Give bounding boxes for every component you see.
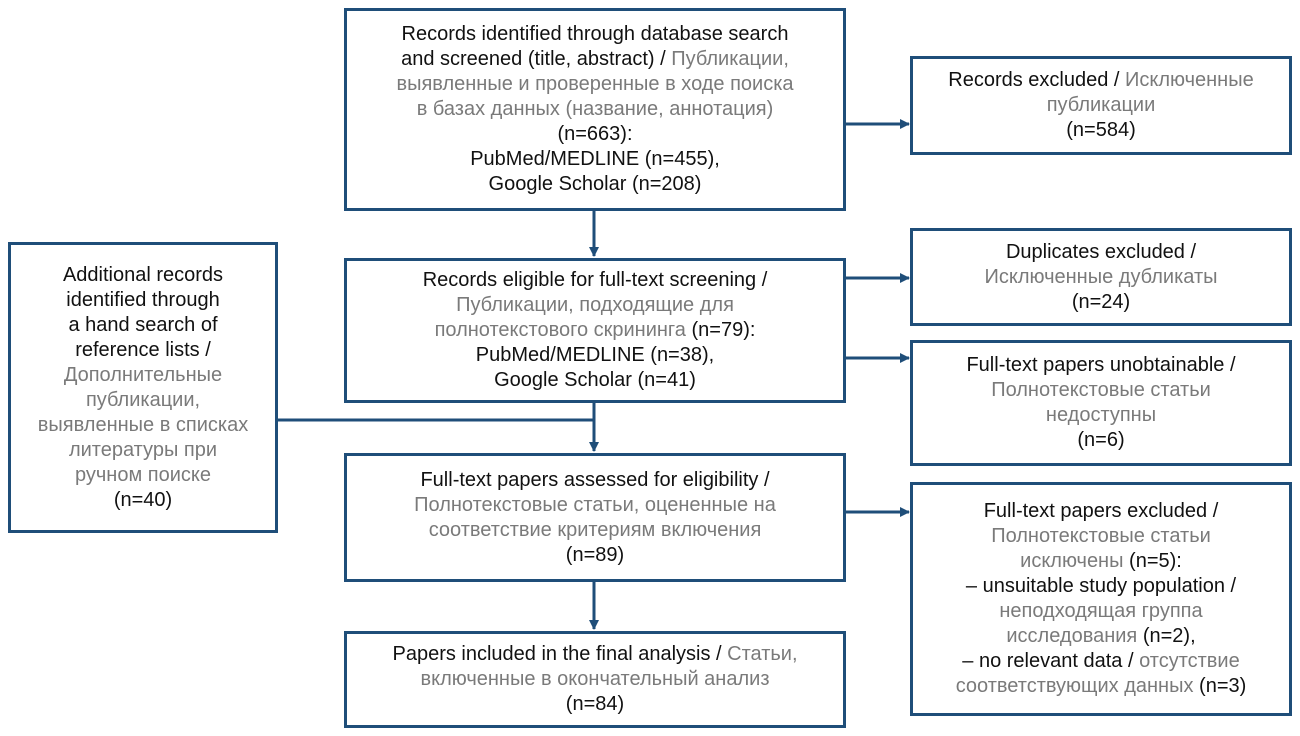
duplicates-line-3: (n=24): [1071, 290, 1131, 313]
additional-line-6: публикации,: [85, 388, 201, 411]
papers-excluded-line-8: соответствующих данных (n=3): [956, 674, 1247, 699]
assessed-line-4: (n=89): [565, 543, 625, 566]
papers-excluded-line-6-en: (n=2),: [1137, 625, 1196, 647]
papers-excluded-line-6: исследования (n=2),: [956, 624, 1247, 649]
identified-line-4: в базах данных (название, аннотация): [416, 98, 774, 120]
included-line-1-ru: Статьи,: [727, 643, 798, 665]
eligible-line-3-ru: полнотекстового скрининга: [434, 319, 686, 341]
papers-excluded-line-3-en: (n=5):: [1123, 550, 1182, 572]
identified-line-2: and screened (title, abstract) / Публика…: [396, 47, 793, 72]
additional-line-1: Additional records: [62, 263, 224, 286]
additional-line-10: (n=40): [113, 488, 173, 511]
eligible-line-3: полнотекстового скрининга (n=79):: [423, 318, 768, 343]
unobtainable-line-4: (n=6): [1077, 429, 1125, 451]
eligible-line-2: Публикации, подходящие для: [456, 294, 734, 316]
excluded-line-1: Records excluded / Исключенные: [948, 68, 1253, 93]
eligible-line-1: Records eligible for full-text screening…: [422, 269, 768, 291]
included-line-1: Papers included in the final analysis / …: [392, 642, 797, 667]
unobtainable-line-3: недоступны: [1045, 404, 1157, 426]
assessed-line-2: Полнотекстовые статьи, оцененные на: [414, 493, 776, 516]
additional-line-4: reference lists /: [75, 338, 211, 361]
papers-excluded-line-2: Полнотекстовые статьи: [991, 525, 1211, 547]
excluded-line-3: (n=584): [1066, 119, 1136, 141]
additional-line-5: Дополнительные: [63, 363, 223, 386]
additional-line-9: ручном поиске: [74, 463, 211, 486]
identified-line-3: выявленные и проверенные в ходе поиска: [396, 73, 794, 95]
excluded-line-1-ru: Исключенные: [1125, 69, 1254, 91]
additional-line-7: выявленные в списках: [37, 413, 249, 436]
box-records-excluded: Records excluded / Исключенные публикаци…: [910, 56, 1292, 155]
papers-excluded-line-1: Full-text papers excluded /: [983, 500, 1219, 522]
assessed-line-3: соответствие критериям включения: [428, 518, 762, 541]
included-line-2: включенные в окончательный анализ: [420, 668, 770, 690]
identified-line-6: PubMed/MEDLINE (n=455),: [470, 148, 720, 170]
box-fulltext-assessed: Full-text papers assessed for eligibilit…: [344, 453, 846, 582]
additional-line-2: identified through: [66, 288, 220, 311]
included-line-1-en: Papers included in the final analysis /: [392, 643, 728, 665]
duplicates-line-2: Исключенные дубликаты: [984, 265, 1218, 288]
identified-line-2-ru: Публикации,: [671, 48, 789, 70]
identified-line-2-en: and screened (title, abstract) /: [401, 48, 672, 70]
eligible-line-3-en: (n=79):: [685, 319, 756, 341]
papers-excluded-line-3-ru: исключены: [1020, 550, 1124, 572]
papers-excluded-line-6-ru: исследования: [1006, 625, 1138, 647]
box-records-identified: Records identified through database sear…: [344, 8, 846, 211]
excluded-line-1-en: Records excluded /: [948, 69, 1126, 91]
identified-line-1: Records identified through database sear…: [401, 23, 789, 45]
identified-line-7: Google Scholar (n=208): [488, 173, 702, 195]
papers-excluded-line-7-ru: отсутствие: [1139, 650, 1240, 672]
box-records-eligible: Records eligible for full-text screening…: [344, 258, 846, 403]
eligible-line-5: Google Scholar (n=41): [494, 369, 696, 391]
additional-line-3: a hand search of: [68, 313, 218, 336]
box-fulltext-excluded: Full-text papers excluded / Полнотекстов…: [910, 482, 1292, 716]
box-duplicates-excluded: Duplicates excluded / Исключенные дублик…: [910, 228, 1292, 326]
box-papers-unobtainable: Full-text papers unobtainable / Полнотек…: [910, 340, 1292, 466]
papers-excluded-line-7: – no relevant data / отсутствие: [956, 649, 1247, 674]
unobtainable-line-1: Full-text papers unobtainable /: [966, 354, 1236, 376]
papers-excluded-line-5: неподходящая группа: [999, 600, 1203, 622]
excluded-line-2: публикации: [1046, 94, 1156, 116]
unobtainable-line-2: Полнотекстовые статьи: [991, 379, 1211, 401]
box-papers-included: Papers included in the final analysis / …: [344, 631, 846, 728]
papers-excluded-line-3: исключены (n=5):: [956, 549, 1247, 574]
papers-excluded-line-8-ru: соответствующих данных: [955, 675, 1194, 697]
additional-line-8: литературы при: [68, 438, 218, 461]
duplicates-line-1: Duplicates excluded /: [1005, 240, 1197, 263]
identified-line-5: (n=663):: [557, 123, 633, 145]
papers-excluded-line-4: – unsuitable study population /: [965, 575, 1237, 597]
assessed-line-1: Full-text papers assessed for eligibilit…: [420, 468, 770, 491]
included-line-3: (n=84): [565, 693, 625, 715]
eligible-line-4: PubMed/MEDLINE (n=38),: [475, 344, 715, 366]
papers-excluded-line-7-en: – no relevant data /: [962, 650, 1140, 672]
box-additional-records: Additional records identified through a …: [8, 242, 278, 533]
papers-excluded-line-8-en: (n=3): [1193, 675, 1247, 697]
